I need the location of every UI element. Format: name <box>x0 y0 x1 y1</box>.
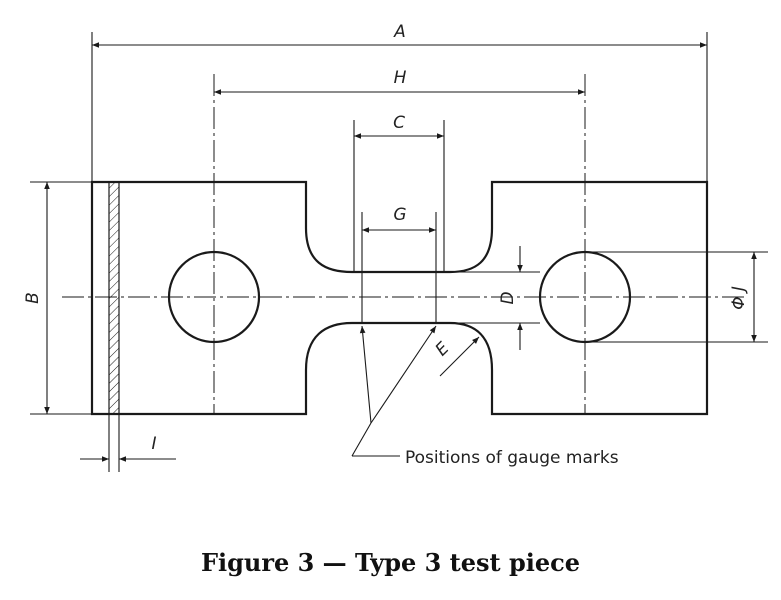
test-piece-drawing: A H C G B D Φ J E I Positions of gauge m… <box>23 22 768 472</box>
dimension-line-e <box>439 336 480 377</box>
dim-label-j: Φ J <box>729 286 749 310</box>
dim-label-d: D <box>498 291 518 304</box>
hatched-strip <box>108 181 120 415</box>
dim-label-c: C <box>393 113 405 133</box>
dim-label-e: E <box>432 338 454 360</box>
specimen-outline <box>90 180 709 416</box>
dim-label-i: I <box>151 434 156 454</box>
gauge-mark-leaders <box>351 325 437 457</box>
dim-label-a: A <box>393 22 406 42</box>
gauge-marks-note: Positions of gauge marks <box>405 448 619 468</box>
dim-label-b: B <box>23 292 43 304</box>
dim-label-h: H <box>394 68 407 88</box>
dim-label-g: G <box>393 205 406 225</box>
figure-caption: Figure 3 — Type 3 test piece <box>200 548 581 577</box>
extension-lines <box>30 32 768 472</box>
